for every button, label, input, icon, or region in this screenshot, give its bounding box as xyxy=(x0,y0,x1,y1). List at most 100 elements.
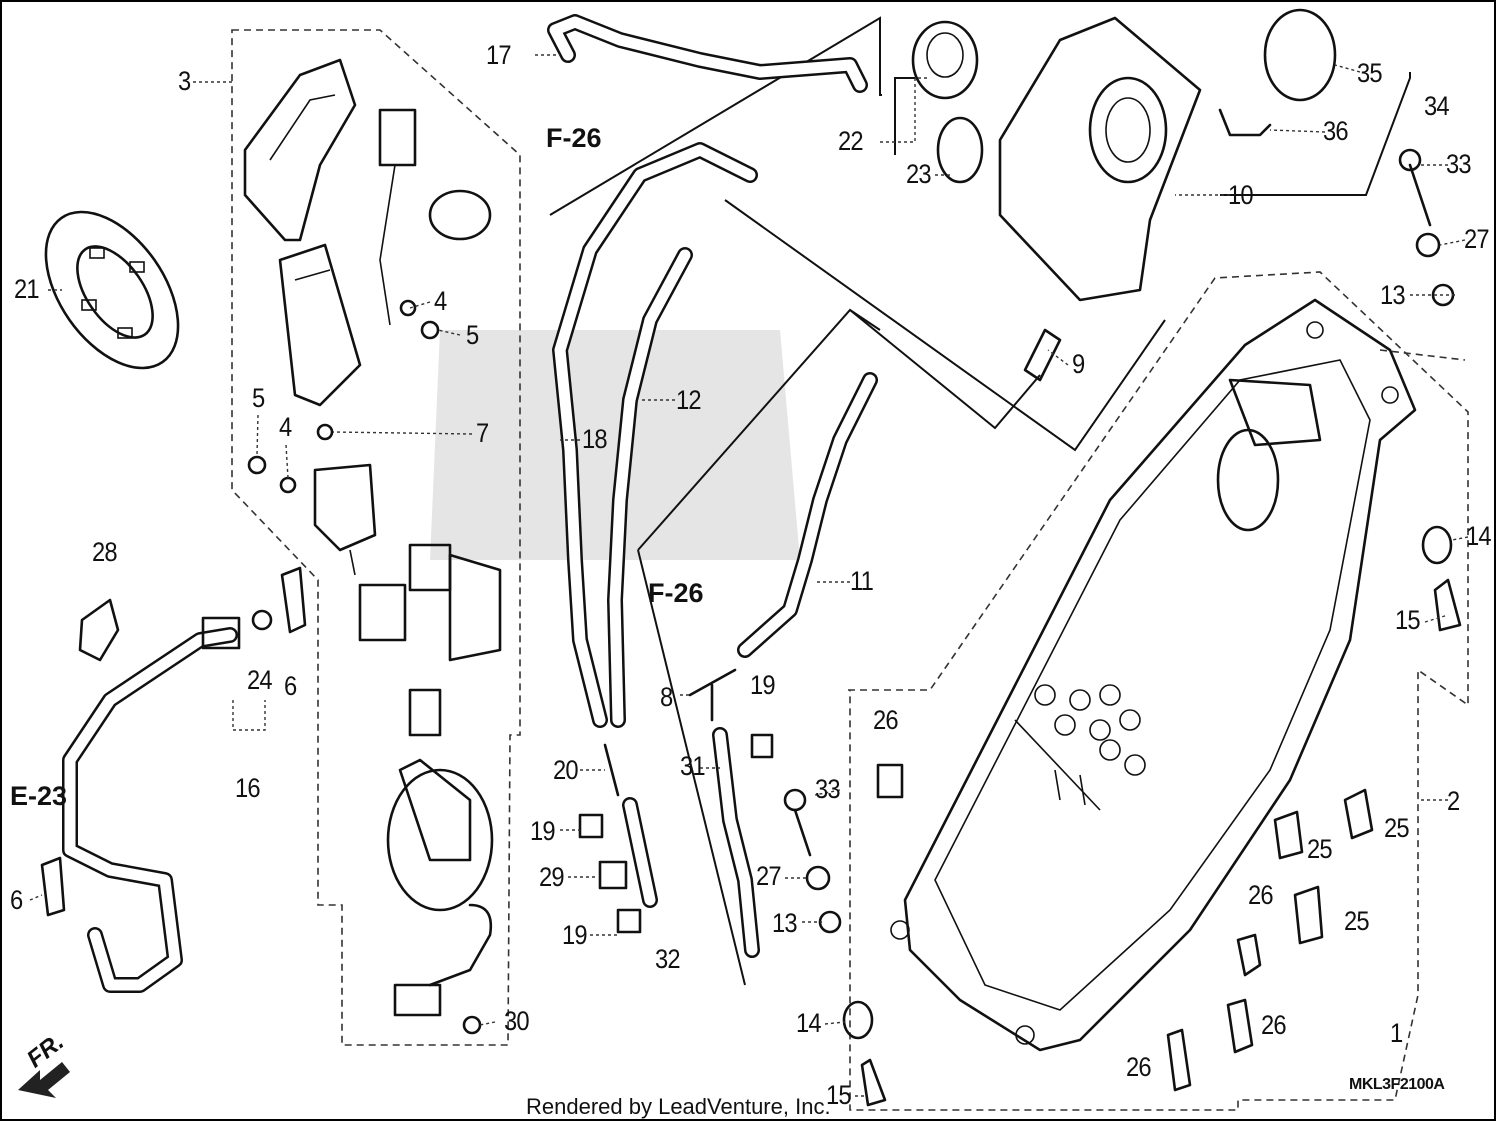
part-3-pump-cover xyxy=(243,58,357,242)
ref-e23: E-23 xyxy=(10,781,68,811)
callout-16: 16 xyxy=(235,773,261,803)
part-6-clip-b xyxy=(40,856,66,917)
callout-9: 9 xyxy=(1072,349,1085,379)
callout-35: 35 xyxy=(1357,58,1383,88)
part-18-hose xyxy=(552,142,758,728)
footer-credit: Rendered by LeadVenture, Inc. xyxy=(526,1094,831,1119)
callout-23: 23 xyxy=(906,159,932,189)
callout-3: 3 xyxy=(178,66,191,96)
callout-12: 12 xyxy=(676,385,702,415)
part-25-pad-a xyxy=(1343,788,1374,840)
ref-f26-b: F-26 xyxy=(648,578,704,608)
part-28-clamp xyxy=(78,598,120,662)
part-26-clip-d xyxy=(1166,1028,1192,1092)
part-22-fuel-cap xyxy=(911,20,979,100)
part-26-clip-c xyxy=(1226,998,1254,1054)
part-31-hose xyxy=(712,727,760,958)
part-26-clip-b xyxy=(1236,933,1262,977)
sub-frame-34 xyxy=(1220,72,1411,196)
callout-15b: 15 xyxy=(826,1080,852,1110)
part-24-clip xyxy=(251,609,273,631)
ref-f26-a: F-26 xyxy=(546,123,602,153)
part-35-band xyxy=(1263,8,1337,102)
callout-25a: 25 xyxy=(1384,813,1410,843)
part-33-bolt-b xyxy=(783,788,812,857)
callout-18: 18 xyxy=(582,424,608,454)
watermark-logo xyxy=(430,330,800,560)
tube-frame-c xyxy=(637,549,746,986)
part-36-wire xyxy=(1218,108,1272,137)
callout-22: 22 xyxy=(838,126,864,156)
callout-5a: 5 xyxy=(466,320,479,350)
part-25-pad-c xyxy=(1293,885,1324,945)
part-33-bolt-a xyxy=(1398,148,1432,227)
part-30-grommet xyxy=(462,1015,482,1035)
fuel-level-sender xyxy=(378,108,492,326)
diagram-code: MKL3F2100A xyxy=(1349,1076,1445,1093)
callout-19c: 19 xyxy=(562,920,588,950)
callout-24: 24 xyxy=(247,665,273,695)
callout-6a: 6 xyxy=(284,671,297,701)
callout-11: 11 xyxy=(850,566,874,596)
part-25-pad-b xyxy=(1273,810,1304,860)
pump-base-plate xyxy=(386,758,494,1017)
part-4-clip-b xyxy=(399,299,417,317)
part-10-filler-neck xyxy=(998,16,1202,302)
leader-lines xyxy=(29,54,1469,1097)
part-14-mount-b xyxy=(842,1000,874,1040)
callout-13b: 13 xyxy=(772,908,798,938)
part-20-joint xyxy=(603,743,620,797)
part-27-washer-a xyxy=(1415,232,1441,258)
clamps-19-29 xyxy=(578,733,774,934)
pump-strainer-housing xyxy=(278,243,362,407)
callout-27a: 27 xyxy=(1464,224,1490,254)
callout-25c: 25 xyxy=(1344,906,1370,936)
callout-13a: 13 xyxy=(1380,280,1406,310)
part-7-washer xyxy=(316,423,334,441)
part-26-clip-a xyxy=(876,763,904,799)
callout-17: 17 xyxy=(486,40,512,70)
part-21-gasket xyxy=(44,210,180,370)
part-9-drain-fitting xyxy=(1023,328,1062,382)
callout-19b: 19 xyxy=(530,816,556,846)
part-1-fuel-tank xyxy=(890,298,1417,1052)
pump-motor xyxy=(313,463,377,576)
front-arrow-icon xyxy=(18,1062,70,1098)
part-23-seal xyxy=(936,116,984,184)
part-14-mount-a xyxy=(1421,525,1453,565)
callout-14a: 14 xyxy=(1466,521,1492,551)
tank-dimples xyxy=(1034,684,1146,776)
callout-21: 21 xyxy=(14,274,40,304)
callout-28: 28 xyxy=(92,537,118,567)
callout-25b: 25 xyxy=(1307,834,1333,864)
tube-frame-a xyxy=(724,199,1166,452)
callout-27b: 27 xyxy=(756,861,782,891)
sub-frame-10 xyxy=(894,77,915,155)
callout-19a: 19 xyxy=(750,670,776,700)
part-12-hose xyxy=(607,247,693,728)
part-6-clip-a xyxy=(280,566,307,634)
callout-4a: 4 xyxy=(434,286,447,316)
callout-6b: 6 xyxy=(10,885,23,915)
callout-8: 8 xyxy=(660,682,673,712)
part-15-collar-b xyxy=(860,1058,887,1107)
part-16-feed-hose xyxy=(62,616,241,993)
callout-2: 2 xyxy=(1447,786,1460,816)
part-11-hose xyxy=(737,372,878,658)
callout-33b: 33 xyxy=(815,774,841,804)
callout-14b: 14 xyxy=(796,1008,822,1038)
callout-31: 31 xyxy=(680,751,706,781)
part-15-collar-a xyxy=(1433,578,1462,632)
pump-regulator xyxy=(358,543,502,737)
callout-29: 29 xyxy=(539,862,565,892)
part-32-hose xyxy=(622,797,658,908)
part-13-cushion-b xyxy=(818,910,842,934)
breather-hose-frame xyxy=(549,16,882,216)
fuel-pump-group-outline xyxy=(231,29,521,1046)
callout-1: 1 xyxy=(1390,1018,1403,1048)
callout-36: 36 xyxy=(1323,116,1349,146)
part-5-nut-a xyxy=(247,455,267,475)
part-17-breather-hose xyxy=(547,14,868,93)
